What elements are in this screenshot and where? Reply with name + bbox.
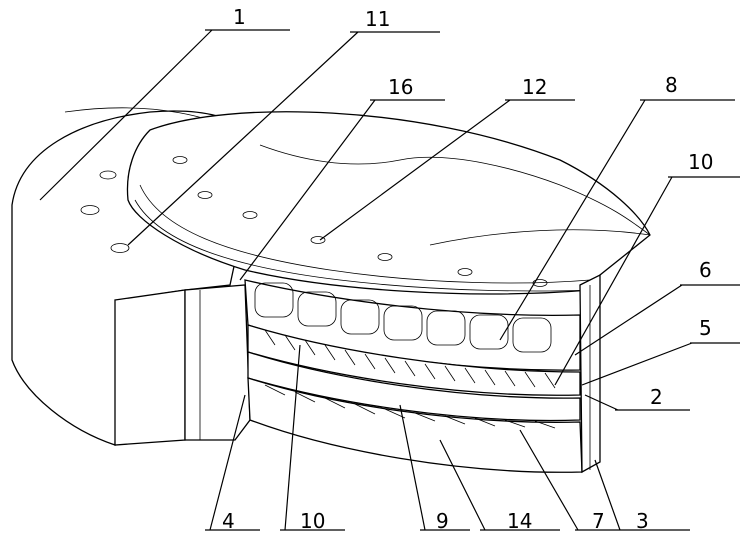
label-10-right: 10 (688, 150, 713, 174)
label-4: 4 (222, 509, 235, 533)
label-16: 16 (388, 75, 413, 99)
label-1: 1 (233, 5, 246, 29)
label-7: 7 (592, 509, 605, 533)
label-10-bottom: 10 (300, 509, 325, 533)
label-14: 14 (507, 509, 532, 533)
roller-section (245, 280, 582, 472)
label-12: 12 (522, 75, 547, 99)
label-6: 6 (699, 258, 712, 282)
label-11: 11 (365, 7, 390, 31)
label-9: 9 (436, 509, 449, 533)
label-2: 2 (650, 385, 663, 409)
label-3: 3 (636, 509, 649, 533)
label-8: 8 (665, 73, 678, 97)
label-5: 5 (699, 316, 712, 340)
end-cap (580, 275, 600, 472)
